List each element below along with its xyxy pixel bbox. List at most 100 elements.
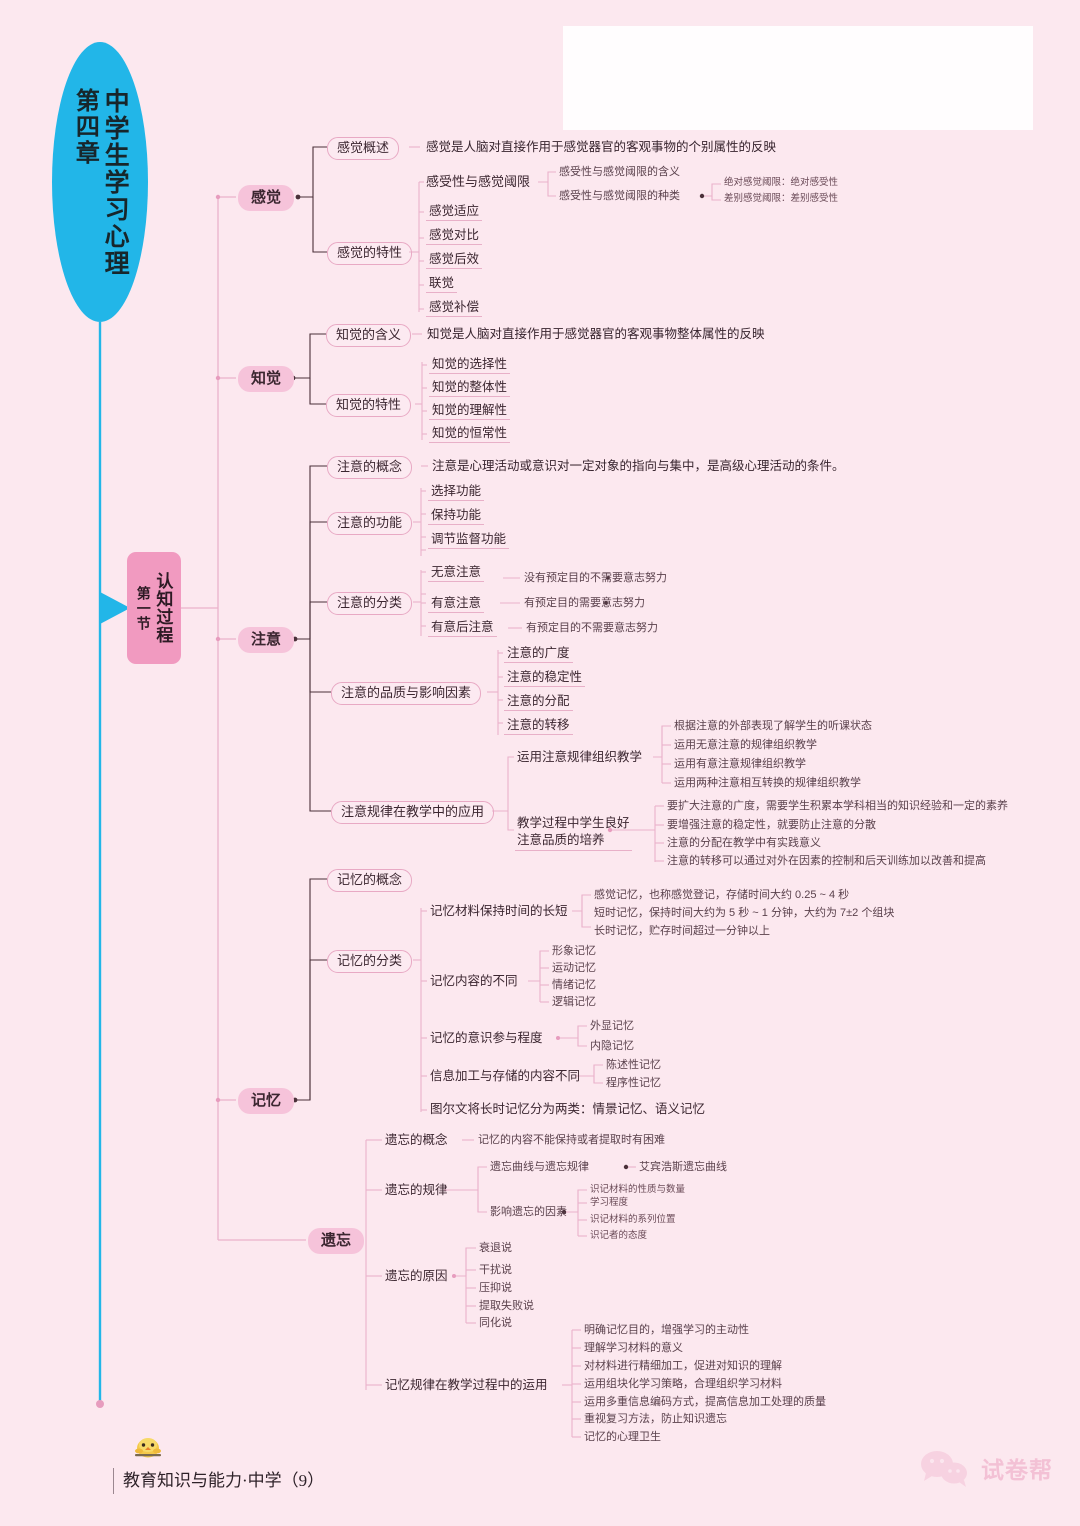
text-function-selection: 选择功能 xyxy=(428,483,485,502)
text-memory-app-item-6: 重视复习方法，防止知识遗忘 xyxy=(584,1413,727,1425)
branch-perception[interactable]: 知觉 xyxy=(238,366,295,393)
text-cultivate-item-2: 要增强注意的稳定性，就要防止注意的分散 xyxy=(667,819,876,831)
node-memory-teaching-application[interactable]: 记忆规律在教学过程中的运用 xyxy=(385,1378,548,1392)
text-function-regulation: 调节监督功能 xyxy=(428,531,510,550)
text-absolute-threshold: 绝对感觉阈限：绝对感受性 xyxy=(724,177,839,188)
text-factor-material-nature: 识记材料的性质与数量 xyxy=(590,1184,686,1195)
node-attention-classification[interactable]: 注意的分类 xyxy=(327,592,413,615)
text-cultivate-item-3: 注意的分配在教学中有实践意义 xyxy=(667,837,821,849)
text-memory-app-item-5: 运用多重信息编码方式，提高信息加工处理的质量 xyxy=(584,1396,826,1408)
text-memory-app-item-7: 记忆的心理卫生 xyxy=(584,1431,661,1443)
node-forgetting-concept[interactable]: 遗忘的概念 xyxy=(385,1133,448,1147)
node-organize-teaching[interactable]: 运用注意规律组织教学 xyxy=(517,750,643,764)
node-forgetting-causes[interactable]: 遗忘的原因 xyxy=(385,1269,448,1283)
text-implicit-memory: 内隐记忆 xyxy=(590,1040,634,1052)
node-attention-concept[interactable]: 注意的概念 xyxy=(327,456,413,479)
section-node[interactable]: 认知过程 第一节 xyxy=(127,552,181,664)
node-cultivate-quality[interactable]: 教学过程中学生良好 注意品质的培养 xyxy=(515,814,632,851)
text-perception-constancy: 知觉的恒常性 xyxy=(429,425,511,444)
text-cause-repression: 压抑说 xyxy=(479,1282,512,1294)
text-cause-interference: 干扰说 xyxy=(479,1264,512,1276)
footer-label: 教育知识与能力·中学（9） xyxy=(123,1471,325,1490)
text-factor-learner-attitude: 识记者的态度 xyxy=(590,1230,648,1241)
text-post-voluntary-attention: 有意后注意 xyxy=(428,619,497,638)
text-procedural-memory: 程序性记忆 xyxy=(606,1077,661,1089)
text-organize-item-3: 运用有意注意规律组织教学 xyxy=(674,758,806,770)
text-function-maintenance: 保持功能 xyxy=(428,507,485,526)
node-memory-concept[interactable]: 记忆的概念 xyxy=(327,869,413,892)
text-difference-threshold: 差别感觉阈限：差别感受性 xyxy=(724,193,839,204)
text-cause-assimilation: 同化说 xyxy=(479,1317,512,1329)
text-sensory-memory: 感觉记忆，也称感觉登记，存储时间大约 0.25 ~ 4 秒 xyxy=(594,889,850,901)
branch-attention[interactable]: 注意 xyxy=(238,627,295,654)
section-index: 第一节 xyxy=(135,585,152,631)
text-image-memory: 形象记忆 xyxy=(552,945,596,957)
text-attention-stability: 注意的稳定性 xyxy=(504,669,586,688)
text-threshold-meaning: 感受性与感觉阈限的含义 xyxy=(559,166,680,178)
watermark: 试卷帮 xyxy=(918,1448,1053,1488)
node-memory-by-duration[interactable]: 记忆材料保持时间的长短 xyxy=(430,904,568,918)
text-organize-item-4: 运用两种注意相互转换的规律组织教学 xyxy=(674,777,861,789)
root-chapter: 第四章 xyxy=(71,87,99,166)
text-short-term-memory: 短时记忆，保持时间大约为 5 秒 ~ 1 分钟，大约为 7±2 个组块 xyxy=(594,907,895,919)
node-memory-by-content[interactable]: 记忆内容的不同 xyxy=(430,974,518,988)
node-memory-by-consciousness[interactable]: 记忆的意识参与程度 xyxy=(430,1031,543,1045)
text-tulving-classification: 图尔文将长时记忆分为两类：情景记忆、语义记忆 xyxy=(430,1102,706,1116)
text-long-term-memory: 长时记忆，贮存时间超过一分钟以上 xyxy=(594,925,770,937)
text-memory-app-item-1: 明确记忆目的，增强学习的主动性 xyxy=(584,1324,749,1336)
text-sensory-adaptation: 感觉适应 xyxy=(426,203,483,222)
text-perception-meaning-desc: 知觉是人脑对直接作用于感觉器官的客观事物整体属性的反映 xyxy=(427,327,765,341)
text-memory-app-item-4: 运用组块化学习策略，合理组织学习材料 xyxy=(584,1378,782,1390)
node-perception-meaning[interactable]: 知觉的含义 xyxy=(326,324,412,347)
text-memory-app-item-3: 对材料进行精细加工，促进对知识的理解 xyxy=(584,1360,782,1372)
text-perception-understanding: 知觉的理解性 xyxy=(429,402,511,421)
text-sensory-contrast: 感觉对比 xyxy=(426,227,483,246)
text-cause-retrieval-failure: 提取失败说 xyxy=(479,1300,534,1312)
node-forgetting-curve[interactable]: 遗忘曲线与遗忘规律 xyxy=(490,1161,589,1173)
text-organize-item-1: 根据注意的外部表现了解学生的听课状态 xyxy=(674,720,872,732)
branch-memory[interactable]: 记忆 xyxy=(238,1088,295,1115)
text-forgetting-concept-desc: 记忆的内容不能保持或者提取时有困难 xyxy=(478,1134,665,1146)
text-sensation-overview-desc: 感觉是人脑对直接作用于感觉器官的客观事物的个别属性的反映 xyxy=(426,140,777,154)
text-voluntary-attention-desc: 有预定目的需要意志努力 xyxy=(524,597,645,609)
root-node[interactable]: 中学生学习心理 第四章 xyxy=(52,42,148,322)
node-forgetting-laws[interactable]: 遗忘的规律 xyxy=(385,1183,448,1197)
wechat-icon xyxy=(921,1451,967,1487)
text-emotional-memory: 情绪记忆 xyxy=(552,979,596,991)
node-attention-application[interactable]: 注意规律在教学中的应用 xyxy=(331,801,495,824)
text-attention-distribution: 注意的分配 xyxy=(504,693,573,712)
branch-forgetting[interactable]: 遗忘 xyxy=(308,1228,365,1255)
footer-rule xyxy=(113,1468,114,1494)
blank-white-box xyxy=(563,26,1033,130)
section-title: 认知过程 xyxy=(153,572,173,644)
text-attention-breadth: 注意的广度 xyxy=(504,645,573,664)
text-sensory-aftereffect: 感觉后效 xyxy=(426,251,483,270)
text-cultivate-item-1: 要扩大注意的广度，需要学生积累本学科相当的知识经验和一定的素养 xyxy=(667,800,1008,812)
node-attention-functions[interactable]: 注意的功能 xyxy=(327,512,413,535)
text-cultivate-item-4: 注意的转移可以通过对外在因素的控制和后天训练加以改善和提高 xyxy=(667,855,986,867)
node-sensation-characteristics[interactable]: 感觉的特性 xyxy=(327,242,413,265)
node-memory-classification[interactable]: 记忆的分类 xyxy=(327,950,413,973)
text-voluntary-attention: 有意注意 xyxy=(428,595,485,614)
node-sensation-overview[interactable]: 感觉概述 xyxy=(327,137,400,160)
root-title: 中学生学习心理 xyxy=(101,87,130,277)
text-perception-wholeness: 知觉的整体性 xyxy=(429,379,511,398)
node-attention-quality[interactable]: 注意的品质与影响因素 xyxy=(331,682,482,705)
text-logical-memory: 逻辑记忆 xyxy=(552,996,596,1008)
watermark-label: 试卷帮 xyxy=(981,1458,1053,1483)
text-declarative-memory: 陈述性记忆 xyxy=(606,1059,661,1071)
text-involuntary-attention-desc: 没有预定目的不需要意志努力 xyxy=(524,572,667,584)
text-factor-learning-degree: 学习程度 xyxy=(590,1197,629,1208)
text-explicit-memory: 外显记忆 xyxy=(590,1020,634,1032)
text-cause-decay: 衰退说 xyxy=(479,1242,512,1254)
text-factor-serial-position: 识记材料的系列位置 xyxy=(590,1214,676,1225)
text-ebbinghaus-curve: 艾宾浩斯遗忘曲线 xyxy=(639,1161,727,1173)
node-sensitivity-threshold[interactable]: 感受性与感觉阈限 xyxy=(426,174,531,189)
text-memory-app-item-2: 理解学习材料的意义 xyxy=(584,1342,683,1354)
node-forgetting-factors[interactable]: 影响遗忘的因素 xyxy=(490,1206,567,1218)
text-sensory-compensation: 感觉补偿 xyxy=(426,299,483,318)
node-memory-by-processing[interactable]: 信息加工与存储的内容不同 xyxy=(430,1069,581,1083)
text-attention-concept-desc: 注意是心理活动或意识对一定对象的指向与集中，是高级心理活动的条件。 xyxy=(432,459,845,473)
branch-sensation[interactable]: 感觉 xyxy=(238,185,295,212)
node-perception-characteristics[interactable]: 知觉的特性 xyxy=(326,394,412,417)
